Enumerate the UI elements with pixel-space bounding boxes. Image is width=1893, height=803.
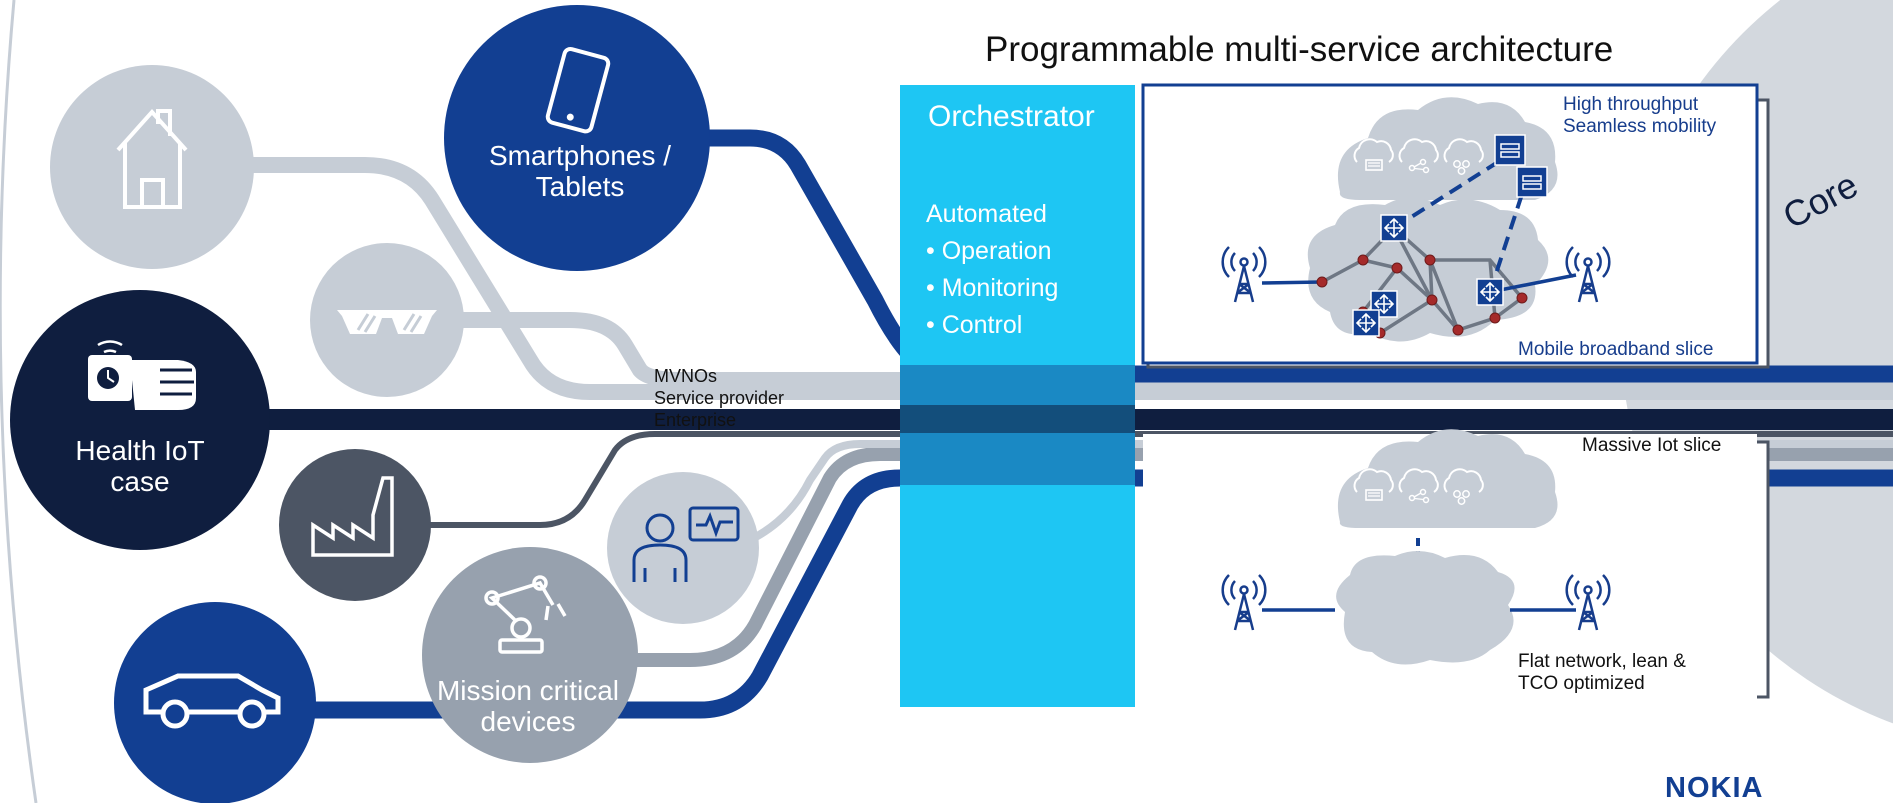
health-circle bbox=[10, 290, 270, 550]
route-mission bbox=[630, 447, 1893, 667]
iot-note-line1: Flat network, lean & bbox=[1518, 651, 1686, 672]
smartphone-circle bbox=[444, 5, 710, 271]
car-icon bbox=[143, 673, 281, 729]
mobile-feature-mobility: Seamless mobility bbox=[1563, 116, 1717, 137]
patient-circle bbox=[607, 472, 759, 624]
route-factory bbox=[420, 431, 1893, 528]
mission-circle bbox=[422, 547, 638, 763]
mobile-slice-name: Mobile broadband slice bbox=[1518, 339, 1714, 360]
tier-service-provider: Service provider bbox=[654, 388, 785, 408]
glasses-icon bbox=[337, 310, 437, 334]
mission-label: Mission critical devices bbox=[436, 675, 620, 737]
car-circle bbox=[114, 602, 316, 803]
mobile-feature-throughput: High throughput bbox=[1563, 94, 1699, 115]
left-arc-decoration bbox=[0, 0, 38, 803]
nokia-logo: NOKIA bbox=[1665, 772, 1764, 803]
house-circle bbox=[50, 65, 254, 269]
orchestrator-item-monitoring: • Monitoring bbox=[926, 274, 1059, 302]
patient-monitor-icon bbox=[632, 506, 740, 582]
glasses-circle bbox=[310, 243, 464, 397]
robot-arm-icon bbox=[484, 575, 567, 654]
orchestrator-item-control: • Control bbox=[926, 311, 1023, 339]
page-title: Programmable multi-service architecture bbox=[985, 30, 1614, 69]
tier-enterprise: Enterprise bbox=[654, 410, 737, 430]
route-car bbox=[300, 469, 1893, 719]
smartphones-label: Smartphones / Tablets bbox=[488, 140, 672, 202]
iot-note-line2: TCO optimized bbox=[1518, 673, 1645, 694]
health-label: Health IoT case bbox=[75, 435, 205, 497]
mobile-mesh-cloud bbox=[1261, 134, 1577, 342]
orchestrator-automated: Automated bbox=[926, 200, 1047, 228]
route-house bbox=[250, 157, 1893, 400]
orchestrator-title: Orchestrator bbox=[928, 100, 1095, 133]
factory-icon bbox=[311, 476, 394, 557]
smartphone-icon bbox=[545, 47, 611, 134]
mobile-top-cloud bbox=[1337, 97, 1558, 200]
iot-bottom-cloud bbox=[1336, 550, 1515, 665]
iot-slice-name: Massive Iot slice bbox=[1582, 435, 1722, 456]
tier-mvnos: MVNOs bbox=[654, 366, 717, 386]
smartwatch-icon bbox=[88, 340, 196, 410]
iot-top-cloud bbox=[1337, 429, 1558, 528]
orchestrator-panel bbox=[900, 85, 1135, 707]
route-glasses bbox=[440, 312, 1893, 388]
orchestrator-item-operation: • Operation bbox=[926, 237, 1052, 265]
route-patient bbox=[748, 440, 1893, 544]
house-icon bbox=[116, 109, 188, 209]
